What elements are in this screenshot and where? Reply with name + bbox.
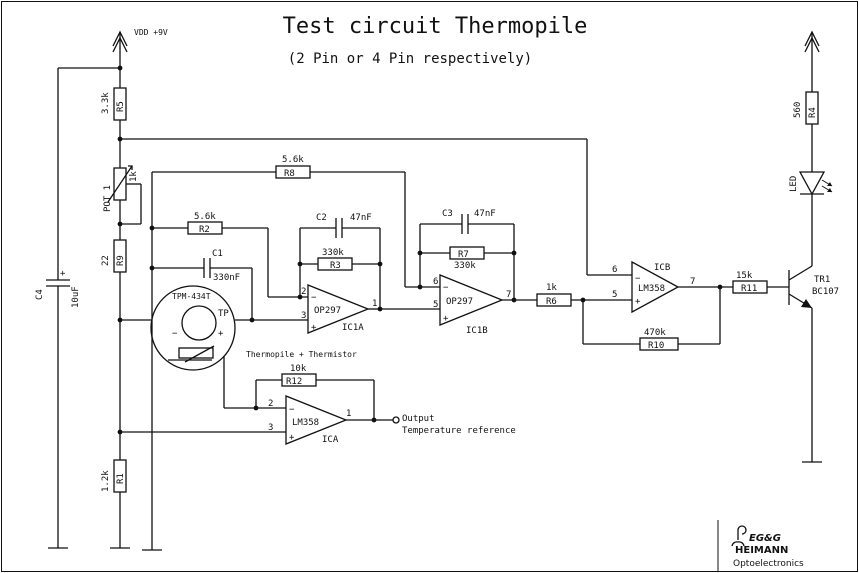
output-label: Output: [402, 414, 435, 424]
r8-value-label: 5.6k: [282, 155, 304, 165]
ic1a-plus-sign: +: [311, 323, 317, 333]
c3-value-label: 47nF: [474, 209, 496, 219]
brand-name-heimann: HEIMANN: [735, 545, 788, 556]
brand-division: Optoelectronics: [733, 559, 804, 569]
icb-minus-sign: −: [635, 274, 641, 284]
r1-ref-label: R1: [116, 473, 126, 484]
icb-part-label: LM358: [638, 284, 665, 294]
led-ref-label: LED: [789, 176, 799, 192]
sensor-minus-sign: −: [172, 329, 178, 339]
ica-pin-3: 3: [268, 423, 273, 433]
r9-value-label: 22: [101, 255, 111, 266]
ica-pin-2: 2: [268, 399, 273, 409]
sensor-plus-sign: +: [218, 329, 224, 339]
output-caption: Temperature reference: [402, 426, 516, 436]
ica-plus-sign: +: [289, 433, 295, 443]
opamp-ic1a: [307, 284, 370, 334]
icb-plus-sign: +: [635, 297, 641, 307]
c1-ref-label: C1: [212, 249, 223, 259]
ic1b-ref-label: IC1B: [466, 326, 488, 336]
vdd-label: VDD +9V: [134, 28, 168, 37]
opamp-icb: [631, 260, 680, 314]
r10-ref-label: R10: [648, 341, 664, 351]
ica-ref-label: ICA: [322, 435, 339, 445]
r5-ref-label: R5: [116, 101, 126, 112]
r9-ref-label: R9: [116, 255, 126, 266]
transistor-tr1: [788, 265, 813, 309]
brand-name: EG&G: [749, 533, 781, 544]
ic1a-minus-sign: −: [311, 293, 317, 303]
ic1b-minus-sign: −: [443, 283, 449, 293]
c4-value-label: 10uF: [71, 286, 81, 308]
r7-ref-label: R7: [458, 250, 469, 260]
r6-value-label: 1k: [546, 283, 557, 293]
r2-ref-label: R2: [199, 225, 210, 235]
r3-value-label: 330k: [322, 248, 344, 258]
r3-ref-label: R3: [330, 261, 341, 271]
sensor-part-label: TPM-434T: [172, 292, 211, 301]
tr1-value-label: BC107: [812, 287, 839, 297]
ic1b-plus-sign: +: [443, 314, 449, 324]
r12-ref-label: R12: [286, 377, 302, 387]
r11-ref-label: R11: [741, 284, 757, 294]
c4-ref-label: C4: [35, 289, 45, 300]
tr1-ref-label: TR1: [814, 275, 830, 285]
sensor-ref-label: TP: [218, 309, 229, 319]
c4-plus-sign: +: [60, 269, 66, 279]
c2-ref-label: C2: [316, 213, 327, 223]
r7-value-label: 330k: [454, 261, 476, 271]
led-indicator: [798, 171, 833, 196]
c2-value-label: 47nF: [350, 213, 372, 223]
r11-value-label: 15k: [736, 271, 753, 281]
icb-ref-label: ICB: [654, 263, 670, 273]
ic1b-pin-7: 7: [506, 290, 511, 300]
pot1-value-label: 1k: [129, 171, 139, 182]
pot1-ref-label: POT 1: [103, 185, 113, 212]
ic1a-ref-label: IC1A: [342, 323, 364, 333]
r4-value-label: 560: [793, 102, 803, 118]
ica-part-label: LM358: [292, 418, 319, 428]
opamp-ica: [285, 395, 348, 445]
output-terminal: [392, 416, 400, 424]
ica-pin-1: 1: [346, 409, 351, 419]
r10-value-label: 470k: [644, 328, 666, 338]
icb-pin-7: 7: [690, 277, 695, 287]
page-subtitle: (2 Pin or 4 Pin respectively): [288, 51, 532, 67]
r4-ref-label: R4: [808, 107, 818, 118]
ic1b-pin-5: 5: [433, 300, 438, 310]
page-title: Test circuit Thermopile: [283, 14, 588, 39]
icb-pin-6: 6: [612, 265, 617, 275]
r8-ref-label: R8: [284, 169, 295, 179]
c3-ref-label: C3: [442, 209, 453, 219]
ic1a-part-label: OP297: [314, 306, 341, 316]
sensor-caption: Thermopile + Thermistor: [246, 350, 357, 359]
capacitor-c4: [46, 279, 70, 287]
ic1a-pin-1: 1: [372, 299, 377, 309]
opamp-ic1b: [439, 274, 504, 326]
eg-g-logo-icon: [731, 525, 747, 547]
r5-value-label: 3.3k: [101, 92, 111, 114]
thermopile-sensor: [150, 285, 236, 371]
ica-minus-sign: −: [289, 405, 295, 415]
r1-value-label: 1.2k: [101, 470, 111, 492]
r6-ref-label: R6: [546, 297, 557, 307]
r12-value-label: 10k: [290, 364, 307, 374]
ic1a-pin-2: 2: [301, 287, 306, 297]
ic1a-pin-3: 3: [301, 311, 306, 321]
capacitor-c3: [461, 214, 469, 234]
ic1b-pin-6: 6: [433, 277, 438, 287]
ic1b-part-label: OP297: [446, 297, 473, 307]
c1-value-label: 330nF: [213, 273, 240, 283]
capacitor-c1: [203, 258, 211, 278]
r2-value-label: 5.6k: [194, 212, 216, 222]
icb-pin-5: 5: [612, 290, 617, 300]
capacitor-c2: [335, 218, 343, 238]
